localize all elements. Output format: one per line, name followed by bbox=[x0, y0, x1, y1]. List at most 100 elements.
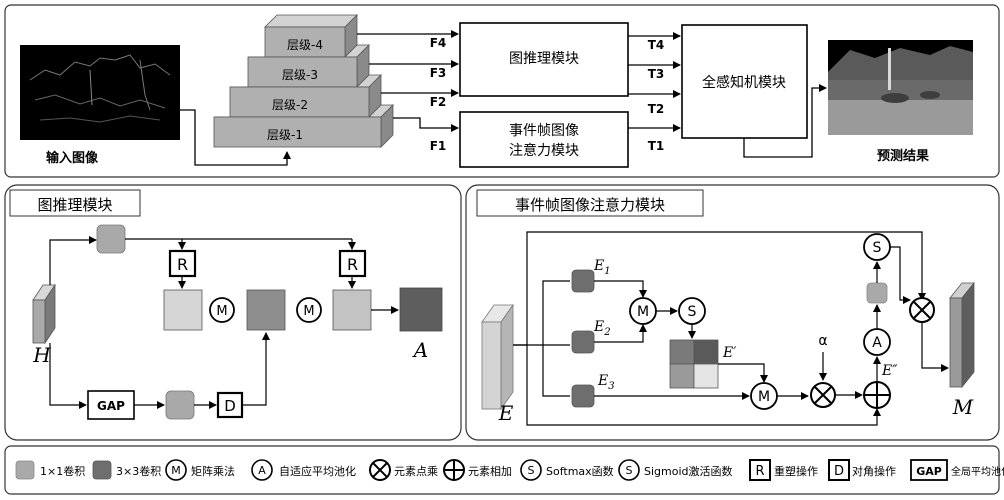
prediction-image bbox=[828, 40, 973, 135]
gap-label: GAP bbox=[97, 399, 125, 413]
event-module-box bbox=[459, 111, 629, 168]
e-prime-matrix bbox=[669, 339, 719, 389]
input-arrow bbox=[180, 109, 291, 166]
event-output-block bbox=[949, 281, 975, 389]
matmul-circle-2 bbox=[296, 297, 322, 323]
legend-diag-label: 对角操作 bbox=[852, 464, 896, 478]
event-input-var: E bbox=[498, 401, 514, 425]
matmul-circle-1 bbox=[209, 297, 235, 323]
e-prime-label: E′ bbox=[722, 345, 737, 361]
f4-label: F4 bbox=[430, 36, 447, 50]
perception-module-label: 全感知机模块 bbox=[702, 74, 786, 91]
legend-dot-icon bbox=[369, 459, 391, 481]
level-2-slab: 层级-2 bbox=[229, 74, 382, 118]
perception-module-box bbox=[681, 24, 808, 139]
graph-panel-title: 图推理模块 bbox=[37, 196, 112, 214]
f2-label: F2 bbox=[430, 95, 447, 109]
level-4-slab: 层级-4 bbox=[264, 14, 358, 58]
legend-reshape-icon bbox=[749, 459, 771, 481]
level-2-label: 层级-2 bbox=[272, 98, 308, 112]
legend-adaptive-sym: A bbox=[258, 464, 266, 477]
conv1-bottom bbox=[165, 390, 195, 420]
legend-reshape-sym: R bbox=[755, 464, 764, 479]
input-image bbox=[20, 45, 180, 140]
level-4-label: 层级-4 bbox=[287, 38, 323, 52]
e3-label: E3 bbox=[597, 373, 615, 392]
element-add bbox=[863, 381, 891, 409]
legend-sigmoid-sym: S bbox=[626, 464, 633, 477]
reshape-label-1: R bbox=[177, 255, 188, 274]
legend-adaptive-icon bbox=[251, 459, 273, 481]
event-panel-title: 事件帧图像注意力模块 bbox=[515, 196, 665, 214]
e1-label: E1 bbox=[593, 258, 611, 277]
event-matmul-label-1: M bbox=[637, 304, 649, 320]
event-module-label-2: 注意力模块 bbox=[509, 142, 579, 159]
event-softmax-label: S bbox=[688, 304, 697, 320]
f1-label: F1 bbox=[430, 139, 447, 153]
legend-diag-sym: D bbox=[834, 464, 844, 479]
legend-dot-label: 元素点乘 bbox=[394, 465, 438, 478]
legend-softmax-sym: S bbox=[528, 464, 535, 477]
legend-panel bbox=[4, 445, 1000, 495]
t3-label: T3 bbox=[648, 67, 665, 81]
graph-input-var: H bbox=[32, 343, 51, 367]
conv1-event bbox=[866, 282, 888, 304]
t1-label: T1 bbox=[648, 139, 665, 153]
legend-gap-sym: GAP bbox=[916, 465, 942, 478]
graph-module-label: 图推理模块 bbox=[509, 51, 579, 67]
event-matmul-label-2: M bbox=[758, 389, 770, 405]
legend-softmax-icon bbox=[520, 459, 542, 481]
legend-matmul-label: 矩阵乘法 bbox=[191, 464, 235, 478]
event-sigmoid-label: S bbox=[873, 240, 882, 256]
legend-gap-label: 全局平均池化 bbox=[951, 465, 1004, 478]
legend-adaptive-label: 自适应平均池化 bbox=[279, 464, 356, 478]
t4-label: T4 bbox=[648, 38, 665, 52]
conv3-e2 bbox=[571, 330, 595, 354]
graph-module-box bbox=[459, 22, 629, 97]
level-3-slab: 层级-3 bbox=[247, 44, 370, 88]
level-1-label: 层级-1 bbox=[267, 128, 303, 142]
legend-sigmoid-label: Sigmoid激活函数 bbox=[644, 464, 733, 478]
e-dprime-label: E″ bbox=[881, 363, 898, 379]
matmul-label-2: M bbox=[303, 304, 314, 319]
dot-multiply-2 bbox=[909, 297, 935, 323]
output-label: 预测结果 bbox=[877, 148, 929, 164]
legend-add-label: 元素相加 bbox=[468, 465, 512, 478]
legend-sigmoid-icon bbox=[618, 459, 640, 481]
legend-reshape-label: 重塑操作 bbox=[774, 464, 818, 478]
legend-conv1-label: 1×1卷积 bbox=[40, 464, 85, 478]
legend-conv3-swatch bbox=[92, 460, 112, 480]
e2-label: E2 bbox=[593, 319, 611, 338]
reshape-label-2: R bbox=[347, 255, 358, 274]
legend-matmul-icon bbox=[165, 459, 187, 481]
event-panel-title-box bbox=[476, 189, 704, 217]
dot-multiply-1 bbox=[810, 382, 836, 408]
adaptive-pool-label: A bbox=[872, 335, 882, 351]
f3-label: F3 bbox=[430, 66, 447, 80]
legend-add-icon bbox=[443, 459, 465, 481]
legend-softmax-label: Softmax函数 bbox=[546, 465, 614, 478]
output-arrow bbox=[743, 84, 827, 158]
matrix-2 bbox=[246, 289, 286, 331]
matrix-output bbox=[399, 287, 443, 332]
matrix-1 bbox=[163, 289, 203, 331]
alpha-label: α bbox=[818, 333, 827, 349]
diag-label: D bbox=[224, 397, 236, 415]
conv1-top bbox=[96, 224, 126, 254]
t2-label: T2 bbox=[648, 102, 665, 116]
gap-box bbox=[87, 390, 135, 420]
legend-conv1-swatch bbox=[15, 460, 35, 480]
conv3-e1 bbox=[571, 269, 595, 293]
event-input-block bbox=[481, 303, 514, 411]
reshape-box-2 bbox=[338, 249, 367, 278]
matmul-label-1: M bbox=[216, 304, 227, 319]
event-output-var: M bbox=[952, 395, 974, 419]
conv3-e3 bbox=[571, 384, 595, 408]
input-label: 输入图像 bbox=[46, 150, 99, 166]
legend-matmul-sym: M bbox=[171, 464, 181, 477]
diag-box bbox=[216, 391, 244, 419]
level-3-label: 层级-3 bbox=[282, 68, 318, 82]
matrix-3 bbox=[332, 289, 372, 331]
graph-output-var: A bbox=[412, 338, 428, 362]
